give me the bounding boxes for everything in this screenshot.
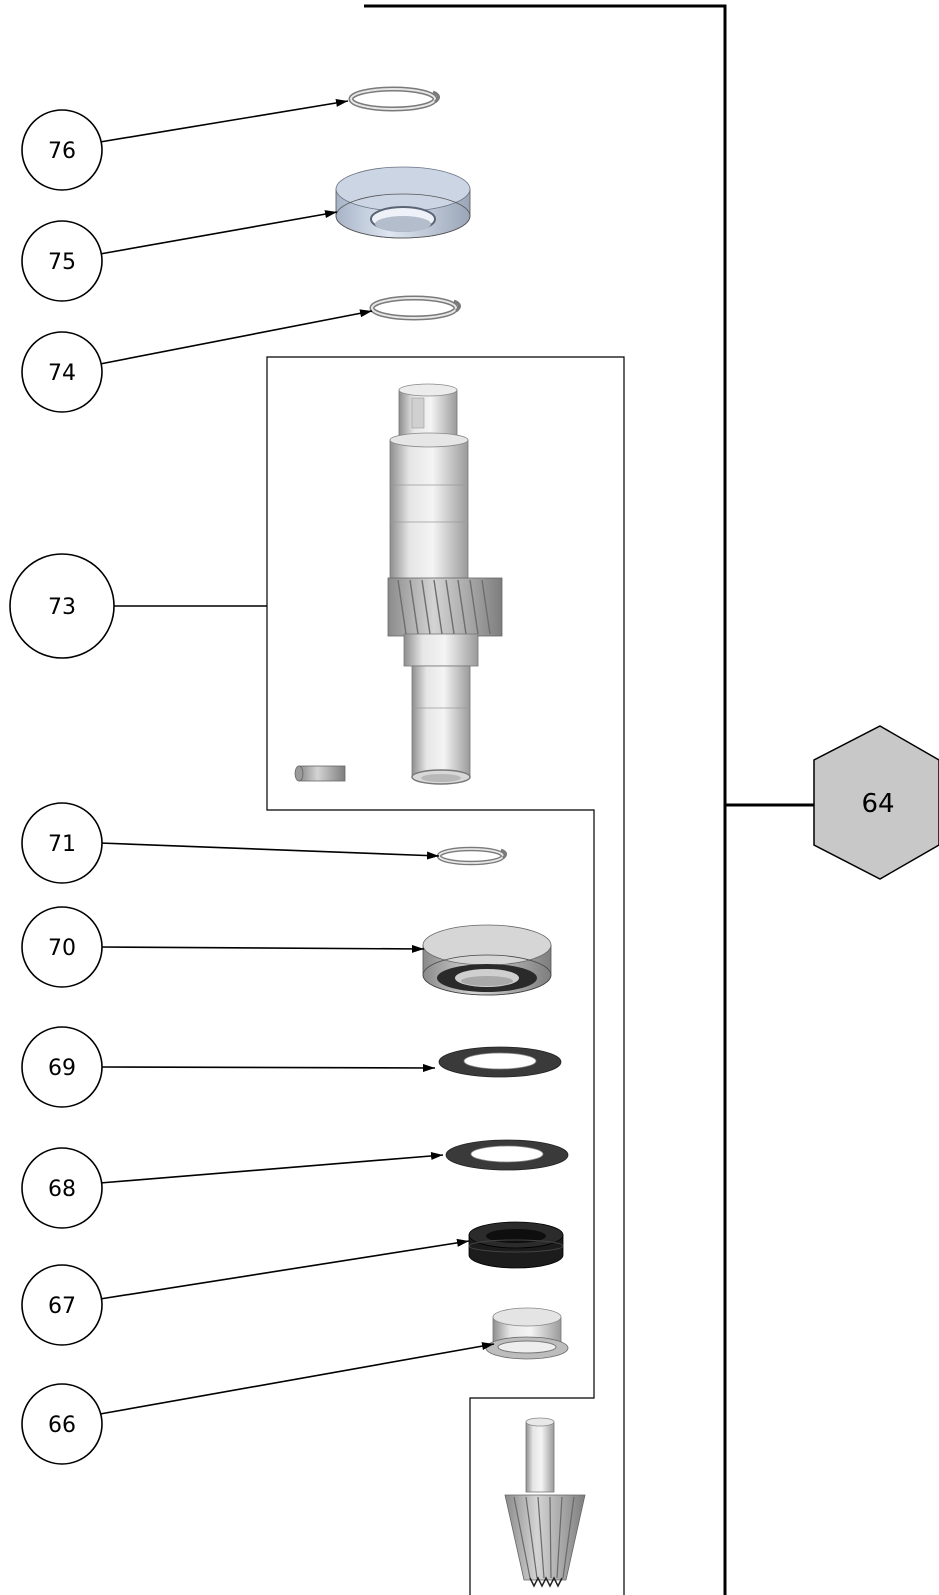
part-thrust-washer-69	[438, 1046, 562, 1078]
part-retaining-ring-74	[369, 295, 461, 321]
callout-70[interactable]: 70	[21, 906, 103, 988]
callout-71[interactable]: 71	[21, 802, 103, 884]
callout-67-label: 67	[48, 1294, 76, 1319]
callout-76[interactable]: 76	[21, 109, 103, 191]
part-rubber-seal-67	[468, 1221, 564, 1269]
part-dowel-pin-73	[294, 765, 346, 782]
callout-74[interactable]: 74	[21, 331, 103, 413]
callout-75-label: 75	[48, 250, 76, 275]
part-ball-bearing-70	[422, 924, 552, 996]
leader-70	[99, 944, 425, 953]
subgroup-outline	[266, 356, 625, 1595]
assembly-hexagon[interactable]: 64	[813, 725, 939, 880]
callout-75[interactable]: 75	[21, 220, 103, 302]
leader-66	[99, 1342, 495, 1415]
leader-74	[99, 309, 373, 365]
leader-68	[99, 1151, 444, 1184]
callout-69-label: 69	[48, 1056, 76, 1081]
main-bracket-line	[364, 4, 727, 1595]
assembly-label: 64	[861, 789, 894, 819]
part-thrust-washer-68	[445, 1139, 569, 1171]
part-helical-gear-shaft-73	[387, 383, 503, 785]
callout-66[interactable]: 66	[21, 1383, 103, 1465]
leader-69	[99, 1063, 436, 1072]
part-retaining-ring-71	[436, 846, 508, 866]
callout-71-label: 71	[48, 832, 76, 857]
leader-lines	[99, 99, 495, 1415]
part-bevel-pinion	[504, 1417, 586, 1588]
leader-71	[99, 842, 440, 860]
assembly-frame	[266, 4, 814, 1595]
callout-67[interactable]: 67	[21, 1264, 103, 1346]
leader-76	[99, 99, 349, 143]
callout-69[interactable]: 69	[21, 1026, 103, 1108]
hexagon-shape	[813, 725, 939, 880]
callout-68[interactable]: 68	[21, 1147, 103, 1229]
part-flanged-bushing-66	[485, 1307, 569, 1360]
callout-74-label: 74	[48, 361, 76, 386]
callout-73-label: 73	[48, 595, 76, 620]
leader-67	[99, 1238, 470, 1300]
callout-70-label: 70	[48, 936, 76, 961]
callout-68-label: 68	[48, 1177, 76, 1202]
part-retaining-ring-76	[348, 86, 440, 112]
callout-73[interactable]: 73	[9, 553, 115, 659]
leader-75	[99, 210, 338, 255]
part-ball-bearing-75	[335, 166, 471, 239]
callout-76-label: 76	[48, 139, 76, 164]
callout-bubbles: 76 75 74 73 71 70 69 68	[9, 109, 115, 1465]
callout-66-label: 66	[48, 1413, 76, 1438]
